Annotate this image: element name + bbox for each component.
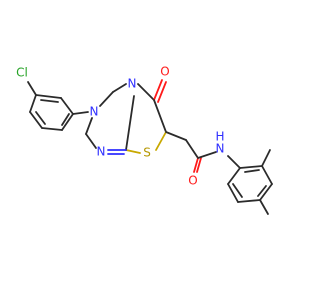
atom-nitrogen-imine-label: N xyxy=(97,145,106,159)
atom-oxygen-amide-label: O xyxy=(188,174,197,188)
bond-cl-c xyxy=(27,81,37,96)
bicyclic-core xyxy=(85,79,167,155)
atom-nitrogen-amide-label: N xyxy=(216,142,225,156)
chemical-structure-diagram: Cl N N N O S O N H xyxy=(16,65,273,215)
atom-sulfur-label: S xyxy=(143,146,151,160)
chlorophenyl-ring xyxy=(27,81,89,131)
dimethylphenyl-ring xyxy=(227,149,273,215)
atom-oxygen-lactam-label: O xyxy=(160,65,169,79)
acetamide-chain xyxy=(165,131,217,173)
atom-chlorine-label: Cl xyxy=(16,66,28,80)
atom-nitrogen-bridge-label: N xyxy=(128,77,137,91)
atom-hydrogen-amide-label: H xyxy=(215,130,224,144)
atom-nitrogen-ring-label: N xyxy=(90,105,99,119)
